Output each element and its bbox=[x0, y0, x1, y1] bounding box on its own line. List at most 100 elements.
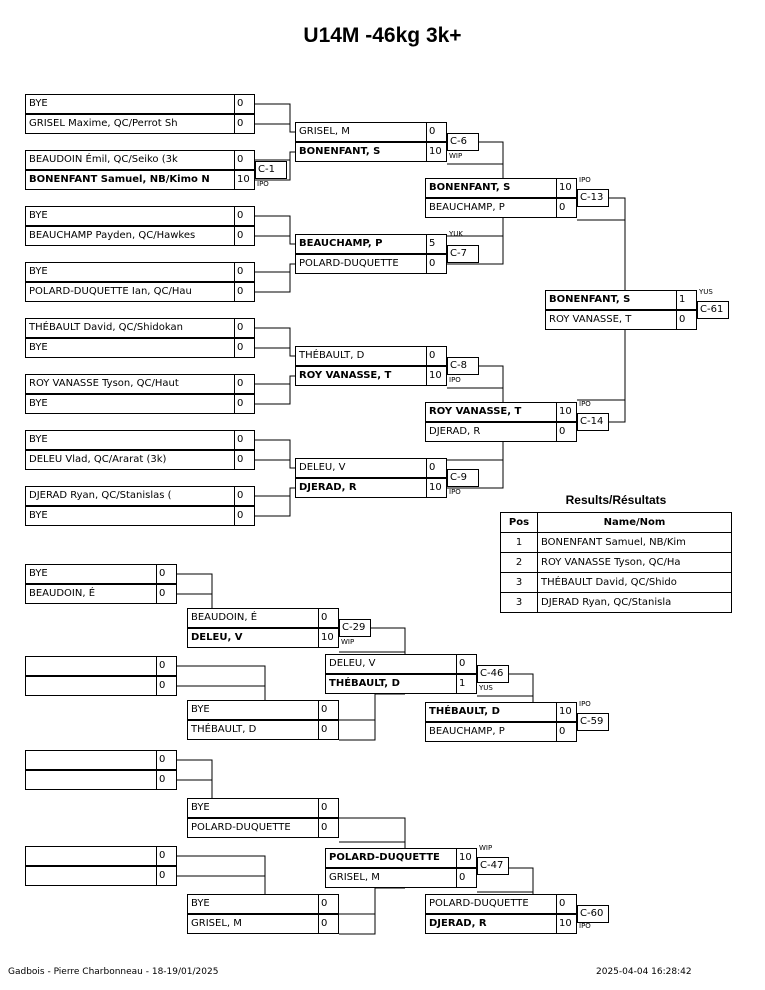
competitor-name: BONENFANT, S bbox=[549, 294, 631, 305]
competitor-name: BYE bbox=[29, 98, 48, 109]
competitor-score: 0 bbox=[426, 123, 446, 141]
result-pos: 3 bbox=[500, 572, 538, 593]
result-pos: 1 bbox=[500, 532, 538, 553]
competitor-score: 0 bbox=[156, 565, 176, 583]
competitor-name: BEAUDOIN, É bbox=[191, 612, 258, 623]
results-col-name: Name/Nom bbox=[537, 512, 732, 533]
competitor-score: 10 bbox=[556, 403, 576, 421]
competitor-name: BYE bbox=[191, 802, 210, 813]
bracket-slot: 0 bbox=[25, 750, 177, 770]
competitor-score: 10 bbox=[318, 629, 338, 647]
bracket-slot: 0 bbox=[25, 676, 177, 696]
competitor-score: 10 bbox=[426, 479, 446, 497]
competitor-name: POLARD-DUQUETTE bbox=[191, 822, 291, 833]
match-number: C-14 bbox=[577, 413, 609, 431]
match-result-tag: WIP bbox=[449, 152, 463, 160]
competitor-name: ROY VANASSE, T bbox=[429, 406, 522, 417]
competitor-score: 0 bbox=[156, 771, 176, 789]
bracket-connector bbox=[255, 151, 295, 181]
competitor-name: ROY VANASSE Tyson, QC/Haut bbox=[29, 378, 179, 389]
competitor-score: 0 bbox=[156, 751, 176, 769]
competitor-score: 0 bbox=[426, 347, 446, 365]
bracket-connector bbox=[255, 375, 295, 405]
match-number: C-46 bbox=[477, 665, 509, 683]
result-name: DJERAD Ryan, QC/Stanisla bbox=[537, 592, 732, 613]
competitor-name: POLARD-DUQUETTE bbox=[299, 258, 399, 269]
competitor-name bbox=[26, 751, 156, 769]
bracket-connector bbox=[255, 439, 295, 469]
competitor-name: GRISEL Maxime, QC/Perrot Sh bbox=[29, 118, 178, 129]
footer-event: Gadbois - Pierre Charbonneau - 18-19/01/… bbox=[8, 967, 219, 977]
competitor-name: GRISEL, M bbox=[191, 918, 242, 929]
competitor-name: DJERAD Ryan, QC/Stanislas ( bbox=[29, 490, 172, 501]
match-number: C-60 bbox=[577, 905, 609, 923]
bracket-connector bbox=[177, 759, 213, 798]
competitor-score: 0 bbox=[456, 869, 476, 887]
bracket-slot: BYE 0 bbox=[25, 262, 255, 282]
match-number: C-6 bbox=[447, 133, 479, 151]
bracket-connector bbox=[177, 855, 266, 894]
competitor-name: BYE bbox=[29, 266, 48, 277]
competitor-score: 10 bbox=[556, 703, 576, 721]
competitor-score: 0 bbox=[318, 701, 338, 719]
bracket-slot: BYE 0 bbox=[187, 700, 339, 720]
competitor-name: THÉBAULT David, QC/Shidokan bbox=[29, 322, 183, 333]
competitor-name: DJERAD, R bbox=[429, 918, 487, 929]
competitor-name: THÉBAULT, D bbox=[191, 724, 257, 735]
competitor-name: BYE bbox=[191, 704, 210, 715]
competitor-score: 0 bbox=[234, 263, 254, 281]
match-number: C-7 bbox=[447, 245, 479, 263]
competitor-score: 0 bbox=[318, 721, 338, 739]
competitor-score: 0 bbox=[318, 895, 338, 913]
bracket-connector bbox=[255, 487, 295, 517]
bracket-slot: DJERAD Ryan, QC/Stanislas (0 bbox=[25, 486, 255, 506]
competitor-score: 0 bbox=[156, 585, 176, 603]
match-number: C-29 bbox=[339, 619, 371, 637]
bracket-connector bbox=[255, 215, 295, 245]
competitor-name: BEAUCHAMP Payden, QC/Hawkes bbox=[29, 230, 196, 241]
results-row: 1 BONENFANT Samuel, NB/Kim bbox=[500, 532, 732, 553]
results-row: 2 ROY VANASSE Tyson, QC/Ha bbox=[500, 552, 732, 573]
match-number: C-59 bbox=[577, 713, 609, 731]
competitor-name: POLARD-DUQUETTE bbox=[329, 852, 440, 863]
competitor-score: 0 bbox=[318, 915, 338, 933]
competitor-score: 0 bbox=[456, 655, 476, 673]
competitor-name bbox=[26, 847, 156, 865]
competitor-name: DJERAD, R bbox=[429, 426, 481, 437]
match-result-tag: WIP bbox=[341, 638, 355, 646]
match-number: C-13 bbox=[577, 189, 609, 207]
competitor-score: 1 bbox=[456, 675, 476, 693]
competitor-name: BYE bbox=[29, 568, 48, 579]
page-title: U14M -46kg 3k+ bbox=[303, 24, 462, 47]
competitor-score: 0 bbox=[234, 375, 254, 393]
competitor-score: 0 bbox=[234, 451, 254, 469]
competitor-score: 0 bbox=[234, 283, 254, 301]
result-pos: 3 bbox=[500, 592, 538, 613]
result-name: THÉBAULT David, QC/Shido bbox=[537, 572, 732, 593]
competitor-score: 10 bbox=[426, 143, 446, 161]
match-result-tag: IPO bbox=[579, 176, 591, 184]
match-result-tag: IPO bbox=[579, 700, 591, 708]
match-result-tag: IPO bbox=[579, 400, 591, 408]
competitor-name: GRISEL, M bbox=[329, 872, 380, 883]
match-number: C-8 bbox=[447, 357, 479, 375]
bracket-connector bbox=[177, 573, 213, 608]
